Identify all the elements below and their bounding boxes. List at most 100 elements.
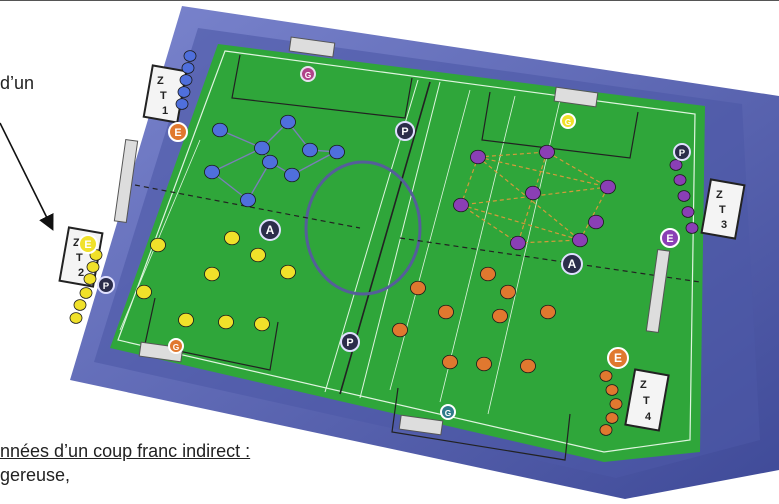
orange-substitute bbox=[599, 424, 613, 436]
lane-line bbox=[389, 89, 471, 391]
yellow-player bbox=[150, 237, 166, 253]
goalkeeper-top-left-badge: G bbox=[300, 66, 316, 82]
zone-t1: Z T 1 bbox=[142, 64, 188, 124]
yellow-player bbox=[224, 230, 240, 246]
goalkeeper-top-left-badge-letter: G bbox=[305, 70, 312, 80]
goalkeeper-top-right-badge-letter: G bbox=[565, 117, 572, 127]
yellow-substitute bbox=[69, 312, 83, 324]
purple-player bbox=[453, 197, 469, 213]
blue-player bbox=[329, 144, 345, 160]
purple-player bbox=[572, 232, 588, 248]
orange-substitute bbox=[605, 384, 619, 396]
zone-t2-letter-1: Z bbox=[73, 237, 80, 249]
blue-player bbox=[284, 167, 300, 183]
coach-t3-badge: E bbox=[660, 228, 680, 248]
referee-badge-left-letter: A bbox=[266, 223, 275, 237]
zone-t1-letter-1: Z bbox=[157, 75, 164, 87]
top-rule bbox=[0, 0, 779, 1]
orange-player bbox=[438, 304, 454, 320]
zone-t4: Z T 4 bbox=[624, 368, 670, 432]
orange-player bbox=[410, 280, 426, 296]
blue-player bbox=[204, 164, 220, 180]
orange-substitute bbox=[605, 412, 619, 424]
staff-badge-top-letter: P bbox=[401, 126, 408, 138]
purple-player bbox=[510, 235, 526, 251]
penalty-box-bottom-left bbox=[144, 297, 279, 371]
blue-player bbox=[212, 122, 228, 138]
purple-substitute bbox=[669, 159, 683, 171]
coach-t1-badge: E bbox=[168, 122, 188, 142]
goalkeeper-bottom-left-badge-letter: G bbox=[173, 342, 180, 352]
yellow-player bbox=[204, 266, 220, 282]
penalty-box-bottom-right bbox=[391, 387, 571, 461]
quarter-line-right bbox=[399, 237, 701, 283]
purple-substitute bbox=[673, 174, 687, 186]
purple-player bbox=[600, 179, 616, 195]
purple-player bbox=[470, 149, 486, 165]
blue-substitute bbox=[177, 86, 191, 98]
staff-badge-left: P bbox=[97, 276, 115, 294]
referee-badge-right: A bbox=[561, 253, 583, 275]
purple-substitute bbox=[677, 190, 691, 202]
orange-player bbox=[540, 304, 556, 320]
zone-t2-letter-2: T bbox=[76, 252, 83, 264]
zone-t2-letter-3: 2 bbox=[78, 267, 84, 279]
zone-t1-letter-2: T bbox=[160, 90, 167, 102]
players bbox=[69, 50, 699, 436]
blue-substitute bbox=[175, 98, 189, 110]
yellow-substitute bbox=[73, 299, 87, 311]
lane-line bbox=[119, 139, 201, 331]
text-fragment-top: d’un bbox=[0, 73, 35, 93]
staff-badge-bottom: P bbox=[340, 332, 360, 352]
zone-t3: Z T 3 bbox=[700, 178, 746, 240]
purple-player bbox=[525, 185, 541, 201]
center-circle bbox=[304, 160, 422, 296]
purple-player bbox=[588, 214, 604, 230]
staff-badge-left-letter: P bbox=[103, 281, 110, 292]
lane-line bbox=[439, 95, 516, 403]
blue-substitute bbox=[183, 50, 197, 62]
coach-t4-badge: E bbox=[607, 347, 629, 369]
orange-player bbox=[480, 266, 496, 282]
zone-t3-letter-2: T bbox=[719, 204, 726, 216]
blue-player bbox=[280, 114, 296, 130]
coach-t4-badge-letter: E bbox=[614, 351, 622, 365]
goalkeeper-top-right-badge: G bbox=[560, 113, 576, 129]
goalkeeper-bottom-right-badge-letter: G bbox=[445, 408, 452, 418]
yellow-player bbox=[254, 316, 270, 332]
orange-player bbox=[392, 322, 408, 338]
orange-player bbox=[520, 358, 536, 374]
zone-t3-letter-1: Z bbox=[716, 189, 723, 201]
yellow-player bbox=[136, 284, 152, 300]
goalkeeper-bottom-right-badge: G bbox=[440, 404, 456, 420]
goalkeeper-bottom-left-badge: G bbox=[168, 338, 184, 354]
coach-t3-badge-letter: E bbox=[666, 233, 673, 245]
yellow-substitute bbox=[86, 261, 100, 273]
yellow-player bbox=[250, 247, 266, 263]
staff-badge-bottom-letter: P bbox=[346, 337, 353, 349]
quarter-line-left bbox=[134, 184, 361, 229]
purple-substitute bbox=[685, 222, 699, 234]
coach-t2-badge-letter: E bbox=[84, 239, 91, 251]
zone-t4-letter-2: T bbox=[643, 395, 650, 407]
yellow-player bbox=[218, 314, 234, 330]
zone-t3-letter-3: 3 bbox=[721, 219, 727, 231]
yellow-player bbox=[280, 264, 296, 280]
blue-player bbox=[262, 154, 278, 170]
goal-nets bbox=[113, 36, 671, 436]
orange-player bbox=[442, 354, 458, 370]
blue-player bbox=[254, 140, 270, 156]
yellow-substitute bbox=[79, 287, 93, 299]
pointer-arrow bbox=[0, 122, 54, 231]
blue-player bbox=[240, 192, 256, 208]
blue-player bbox=[302, 142, 318, 158]
blue-substitute bbox=[179, 74, 193, 86]
yellow-player bbox=[178, 312, 194, 328]
referee-badge-left: A bbox=[259, 219, 281, 241]
orange-player bbox=[476, 356, 492, 372]
zone-t1-letter-3: 1 bbox=[162, 105, 168, 117]
coach-t1-badge-letter: E bbox=[174, 127, 181, 139]
coach-t2-badge: E bbox=[78, 234, 98, 254]
orange-substitute bbox=[599, 370, 613, 382]
